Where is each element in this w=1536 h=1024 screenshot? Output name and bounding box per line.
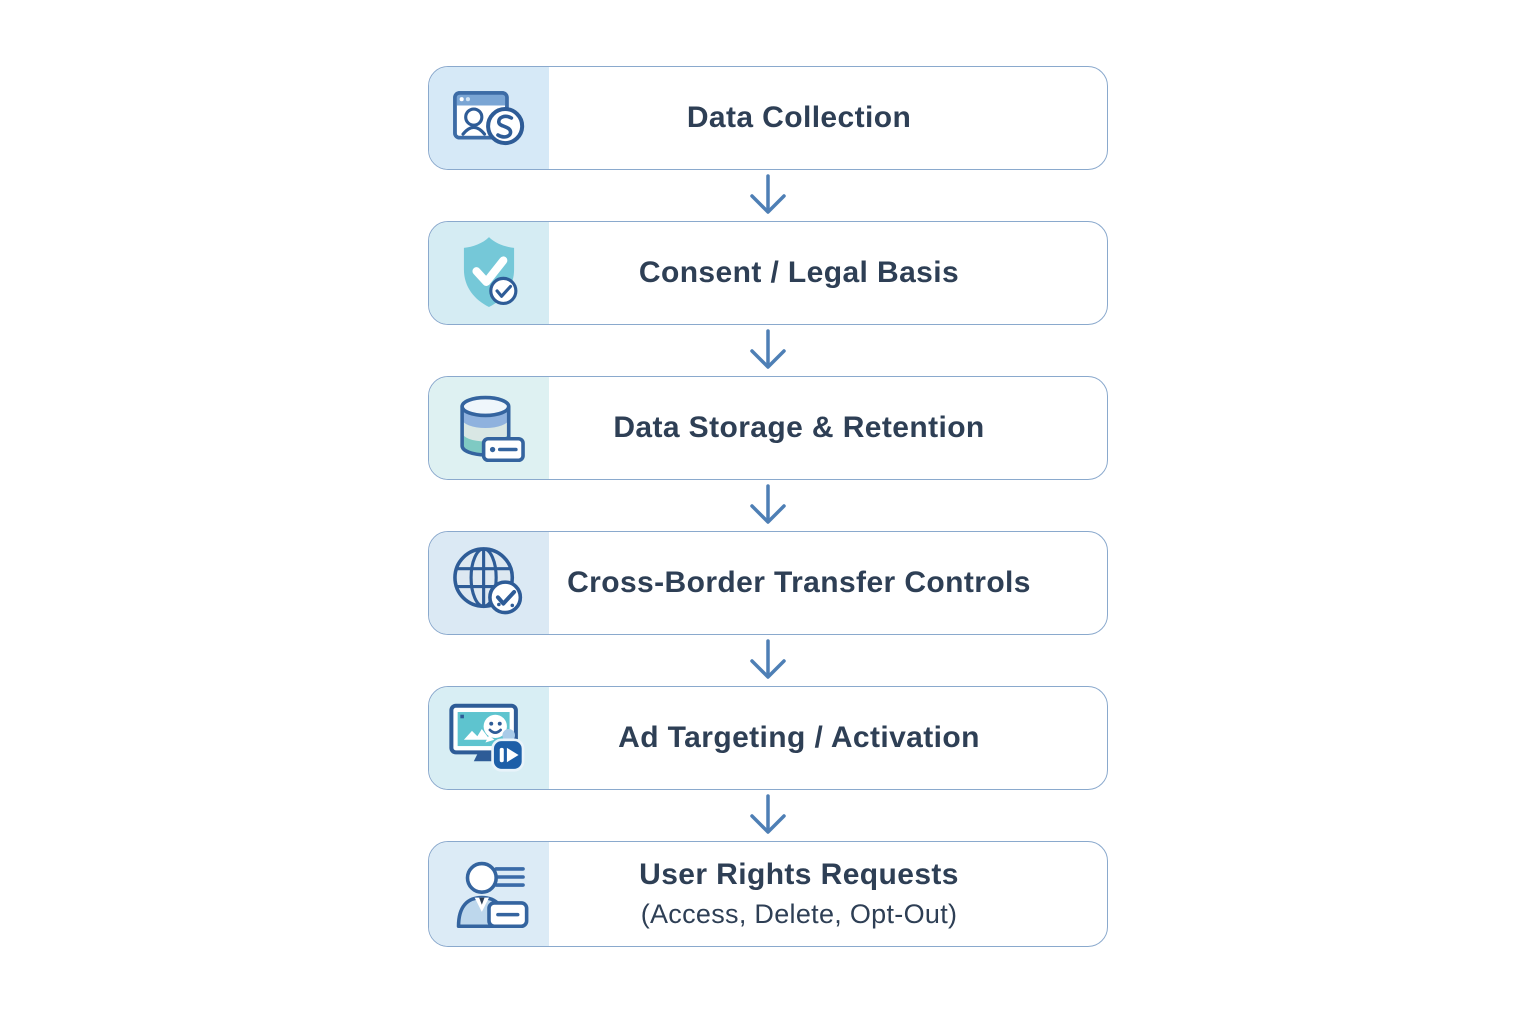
connector-row — [428, 790, 1108, 841]
connector-row — [428, 170, 1108, 221]
down-arrow-icon — [750, 173, 786, 214]
user-rights-request-icon — [456, 861, 529, 929]
down-arrow-icon — [750, 483, 786, 524]
connector-row — [428, 325, 1108, 376]
step-label-wrap: Ad Targeting / Activation — [549, 721, 1107, 756]
connector-row — [428, 635, 1108, 686]
ad-monitor-play-icon — [449, 703, 525, 772]
database-retention-icon — [460, 395, 525, 463]
step-label-wrap: Data Collection — [549, 101, 1107, 136]
step-icon-tile — [429, 842, 549, 946]
step-icon-tile — [429, 222, 549, 324]
step-icon-tile — [429, 532, 549, 634]
step-label-wrap: Data Storage & Retention — [549, 411, 1107, 446]
step-label-wrap: Consent / Legal Basis — [549, 256, 1107, 291]
step-label: Ad Targeting / Activation — [618, 720, 980, 754]
connector-row — [428, 480, 1108, 531]
down-arrow-icon — [750, 793, 786, 834]
browser-audience-coin-icon — [453, 91, 525, 146]
step-label: Cross-Border Transfer Controls — [567, 565, 1031, 599]
step-icon-tile — [429, 377, 549, 479]
flow-step-consent-legal-basis: Consent / Legal Basis — [428, 221, 1108, 325]
step-icon-tile — [429, 687, 549, 789]
step-label-wrap: Cross-Border Transfer Controls — [549, 566, 1107, 601]
step-label: Consent / Legal Basis — [638, 255, 960, 289]
flow-step-cross-border-transfer: Cross-Border Transfer Controls — [428, 531, 1108, 635]
down-arrow-icon — [750, 328, 786, 369]
flow-column: Data Collection Consent / Legal Basis — [428, 66, 1108, 947]
flow-step-ad-targeting-activation: Ad Targeting / Activation — [428, 686, 1108, 790]
step-sublabel: (Access, Delete, Opt-Out) — [640, 898, 958, 929]
step-label-wrap: User Rights Requests (Access, Delete, Op… — [549, 858, 1107, 930]
step-icon-tile — [429, 67, 549, 169]
flow-step-data-collection: Data Collection — [428, 66, 1108, 170]
step-label: Data Collection — [686, 100, 912, 134]
down-arrow-icon — [750, 638, 786, 679]
flow-step-data-storage-retention: Data Storage & Retention — [428, 376, 1108, 480]
step-label: User Rights Requests — [639, 858, 959, 892]
globe-check-icon — [453, 547, 523, 615]
shield-check-icon — [463, 237, 518, 308]
step-label: Data Storage & Retention — [613, 410, 985, 444]
flow-step-user-rights-requests: User Rights Requests (Access, Delete, Op… — [428, 841, 1108, 947]
